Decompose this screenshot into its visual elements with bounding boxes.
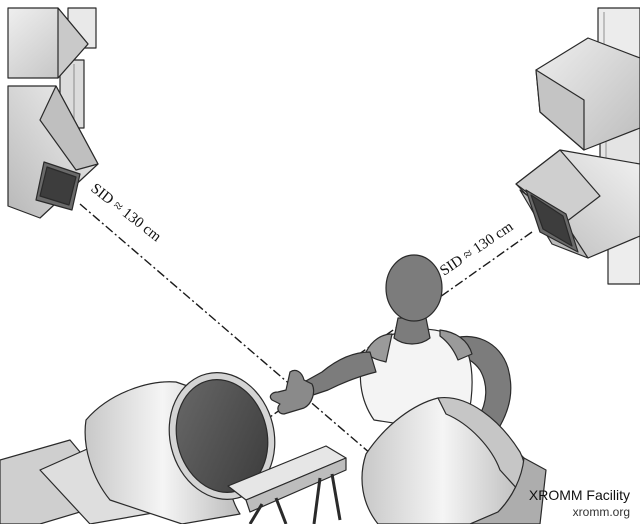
right-image-intensifier bbox=[361, 397, 547, 524]
credit-title: XROMM Facility bbox=[528, 487, 630, 503]
right-distance-label: SID ≈ 130 cm bbox=[437, 219, 516, 280]
left-image-intensifier bbox=[0, 372, 347, 524]
left-xray-source bbox=[7, 7, 99, 219]
person bbox=[269, 254, 512, 433]
left-distance-label: SID ≈ 130 cm bbox=[88, 181, 165, 246]
right-xray-source bbox=[515, 7, 640, 285]
credit-url: xromm.org bbox=[572, 505, 630, 519]
left-beam-line bbox=[79, 203, 379, 461]
